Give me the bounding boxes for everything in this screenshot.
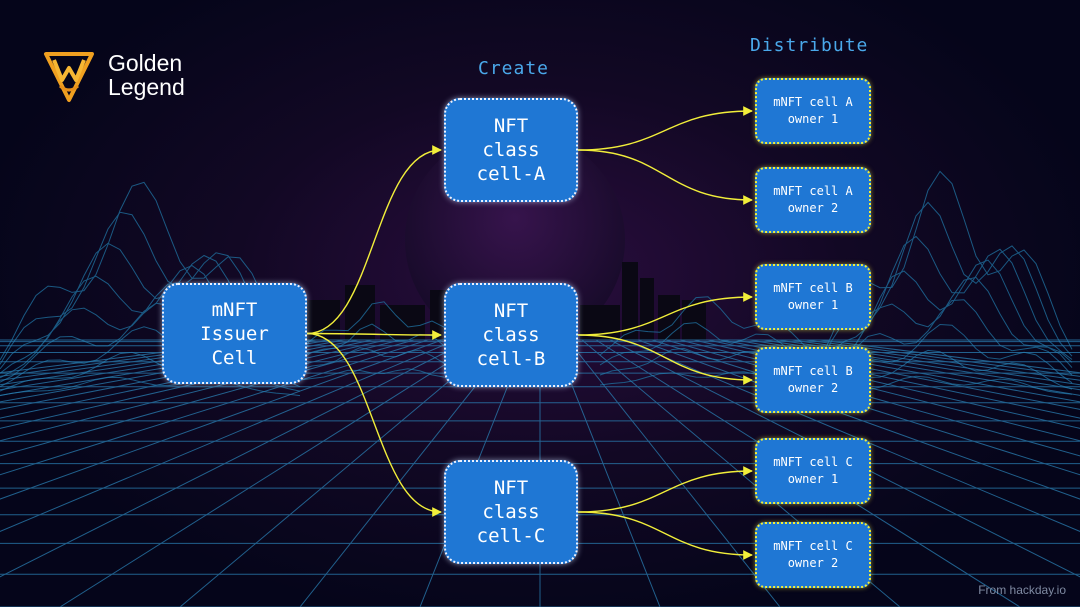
grid-line — [777, 339, 1080, 386]
mountain-ridge-line — [0, 377, 301, 397]
grid-line — [0, 339, 401, 442]
connector-arrow — [306, 330, 442, 340]
node-text-line: cell-B — [476, 348, 546, 370]
node-text-line: mNFT cell A — [773, 184, 853, 198]
grid-line — [0, 339, 471, 578]
grid-line — [707, 339, 1080, 419]
create-label: Create — [478, 58, 550, 79]
connector-arrow — [306, 145, 442, 335]
node-text-line: mNFT cell A — [773, 95, 853, 109]
mountain-ridge-line — [299, 301, 469, 351]
node-text-line: class — [482, 139, 540, 161]
source-credit: From hackday.io — [978, 583, 1066, 597]
mountain-ridge-line — [0, 181, 301, 361]
node-text-line: cell-A — [476, 163, 546, 185]
grid-line — [0, 339, 373, 419]
connector-arrow — [577, 292, 753, 336]
grid-line — [0, 339, 345, 403]
connector-arrow — [577, 511, 753, 560]
grid-line — [0, 339, 331, 396]
owner-c2-node: mNFT cell C owner 2 — [755, 522, 871, 588]
mountain-ridge-line — [299, 347, 469, 371]
connector-arrow — [577, 334, 753, 385]
grid-line — [0, 339, 317, 391]
class-cell-c-node: NFT class cell-C — [444, 460, 578, 564]
grid-line — [59, 339, 485, 607]
owner-a2-node: mNFT cell A owner 2 — [755, 167, 871, 233]
grid-line — [749, 339, 1080, 396]
owner-a1-node: mNFT cell A owner 1 — [755, 78, 871, 144]
brand-name: Golden Legend — [108, 51, 185, 99]
distribute-label: Distribute — [750, 35, 869, 56]
node-text-line: Cell — [211, 346, 258, 369]
grid-line — [693, 339, 1080, 429]
shield-w-icon — [44, 52, 94, 102]
class-cell-a-node: NFT class cell-A — [444, 98, 578, 202]
owner-c1-node: mNFT cell C owner 1 — [755, 438, 871, 504]
node-text-line: class — [482, 324, 540, 346]
grid-line — [609, 339, 1080, 578]
grid-line — [0, 339, 429, 476]
node-text-line: class — [482, 501, 540, 523]
brand-line-2: Legend — [108, 74, 185, 100]
grid-line — [0, 339, 457, 532]
grid-line — [735, 339, 1080, 403]
grid-line — [721, 339, 1080, 410]
grid-line — [623, 339, 1080, 532]
mountain-ridge-line — [819, 235, 1073, 370]
grid-line — [0, 339, 387, 429]
owner-b1-node: mNFT cell B owner 1 — [755, 264, 871, 330]
node-text-line: mNFT cell C — [773, 539, 853, 553]
node-text-line: owner 1 — [787, 112, 839, 126]
connector-arrow — [577, 149, 753, 205]
connector-arrow — [306, 332, 442, 517]
node-text-line: mNFT cell C — [773, 455, 853, 469]
node-text-line: owner 1 — [787, 472, 839, 486]
grid-line — [179, 339, 499, 607]
node-text-line: cell-C — [476, 525, 546, 547]
node-text-line: mNFT cell B — [773, 281, 853, 295]
grid-line — [567, 339, 781, 607]
class-cell-b-node: NFT class cell-B — [444, 283, 578, 387]
node-text-line: owner 1 — [787, 298, 839, 312]
grid-line — [0, 339, 303, 386]
connector-arrow — [577, 466, 753, 513]
node-text-line: owner 2 — [787, 381, 839, 395]
node-text-line: NFT — [493, 477, 529, 499]
grid-line — [553, 339, 661, 607]
node-text-line: mNFT cell B — [773, 364, 853, 378]
grid-line — [0, 339, 359, 410]
node-text-line: NFT — [493, 300, 529, 322]
grid-line — [0, 339, 443, 500]
node-text-line: owner 2 — [787, 201, 839, 215]
owner-b2-node: mNFT cell B owner 2 — [755, 347, 871, 413]
grid-line — [0, 339, 415, 457]
issuer-cell-node: mNFT Issuer Cell — [162, 283, 307, 384]
connector-arrow — [577, 106, 753, 151]
node-text-line: owner 2 — [787, 556, 839, 570]
node-text-line: Issuer — [200, 322, 269, 345]
node-text-line: NFT — [493, 115, 529, 137]
brand-line-1: Golden — [108, 50, 183, 76]
node-text-line: mNFT — [211, 298, 258, 321]
brand-logo: Golden Legend — [40, 46, 185, 104]
grid-line — [763, 339, 1080, 391]
